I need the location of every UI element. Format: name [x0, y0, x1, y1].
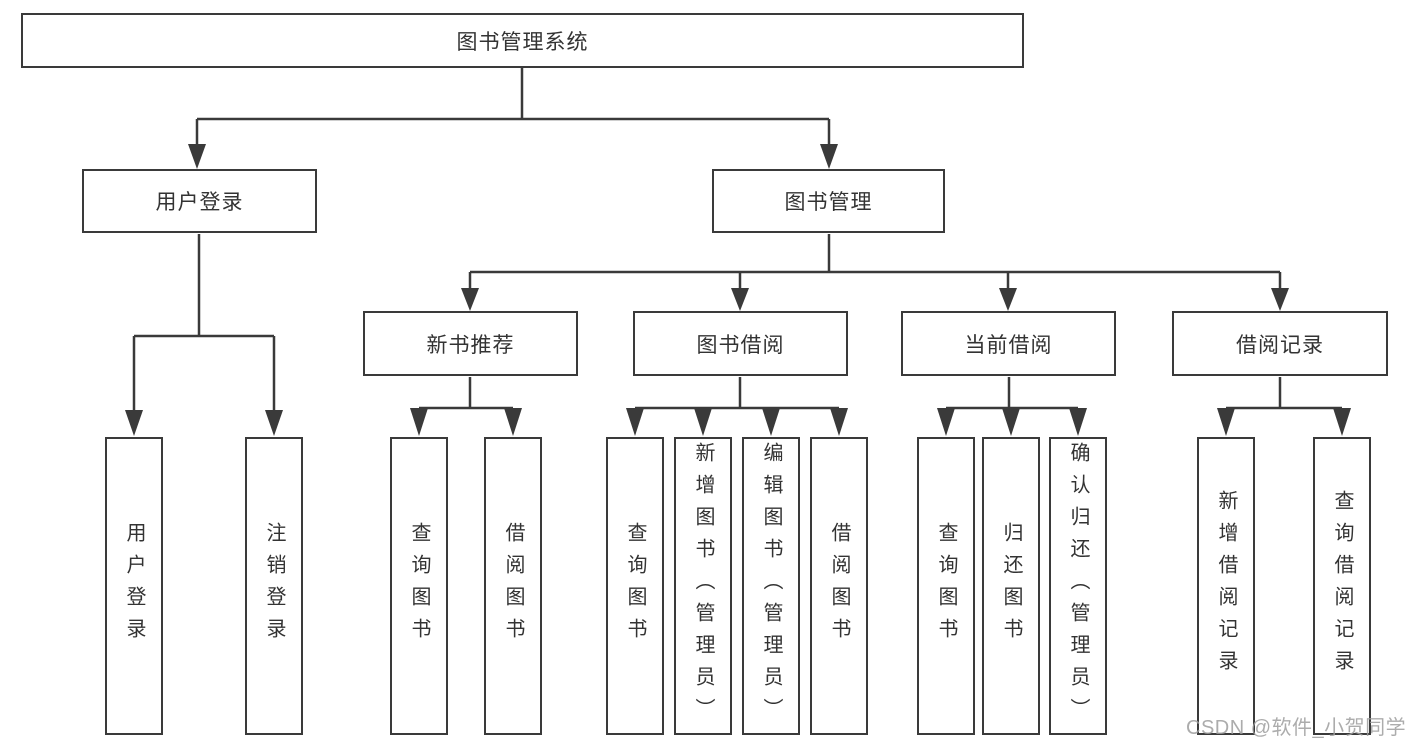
- leaf-current-query-books-label: 查询图书: [935, 522, 957, 650]
- leaf-records-query-borrow-record: 查询借阅记录: [1313, 437, 1371, 735]
- leaf-borrow-add-books-admin-label: 新增图书（管理员）: [692, 442, 714, 730]
- leaf-logout-label: 注销登录: [263, 522, 285, 650]
- node-borrowing-records: 借阅记录: [1172, 311, 1388, 376]
- leaf-newrec-query-books-label: 查询图书: [408, 522, 430, 650]
- node-user-login-label: 用户登录: [155, 191, 244, 214]
- leaf-current-confirm-return-admin-label: 确认归还（管理员）: [1067, 442, 1089, 730]
- node-borrowing-records-label: 借阅记录: [1236, 333, 1324, 357]
- leaf-records-query-borrow-record-label: 查询借阅记录: [1331, 490, 1353, 682]
- node-book-management-label: 图书管理: [784, 191, 873, 214]
- leaf-current-return-books-label: 归还图书: [1000, 522, 1022, 650]
- leaf-newrec-query-books: 查询图书: [390, 437, 448, 735]
- leaf-logout: 注销登录: [245, 437, 303, 735]
- arrowhead-icons: [125, 144, 1351, 436]
- leaf-borrow-query-books-label: 查询图书: [624, 522, 646, 650]
- node-library-system-label: 图书管理系统: [456, 30, 589, 54]
- leaf-newrec-borrow-books: 借阅图书: [484, 437, 542, 735]
- leaf-borrow-borrow-books: 借阅图书: [810, 437, 868, 735]
- leaf-current-confirm-return-admin: 确认归还（管理员）: [1049, 437, 1107, 735]
- watermark: CSDN @软件_小贺同学: [1186, 717, 1405, 739]
- leaf-user-login: 用户登录: [105, 437, 163, 735]
- leaf-borrow-edit-books-admin-label: 编辑图书（管理员）: [760, 442, 782, 730]
- leaf-borrow-query-books: 查询图书: [606, 437, 664, 735]
- node-book-borrowing-label: 图书借阅: [696, 333, 785, 357]
- leaf-borrow-edit-books-admin: 编辑图书（管理员）: [742, 437, 800, 735]
- node-library-system: 图书管理系统: [21, 13, 1024, 68]
- leaf-records-add-borrow-record: 新增借阅记录: [1197, 437, 1255, 735]
- node-book-borrowing: 图书借阅: [633, 311, 848, 376]
- node-user-login: 用户登录: [82, 169, 317, 233]
- leaf-newrec-borrow-books-label: 借阅图书: [502, 522, 524, 650]
- leaf-borrow-borrow-books-label: 借阅图书: [828, 522, 850, 650]
- leaf-records-add-borrow-record-label: 新增借阅记录: [1215, 490, 1237, 682]
- node-current-borrowing: 当前借阅: [901, 311, 1116, 376]
- node-book-management: 图书管理: [712, 169, 945, 233]
- leaf-current-return-books: 归还图书: [982, 437, 1040, 735]
- node-current-borrowing-label: 当前借阅: [964, 333, 1053, 357]
- leaf-borrow-add-books-admin: 新增图书（管理员）: [674, 437, 732, 735]
- node-new-book-recommendation: 新书推荐: [363, 311, 578, 376]
- leaf-user-login-label: 用户登录: [123, 522, 145, 650]
- leaf-current-query-books: 查询图书: [917, 437, 975, 735]
- node-new-book-recommendation-label: 新书推荐: [426, 333, 515, 357]
